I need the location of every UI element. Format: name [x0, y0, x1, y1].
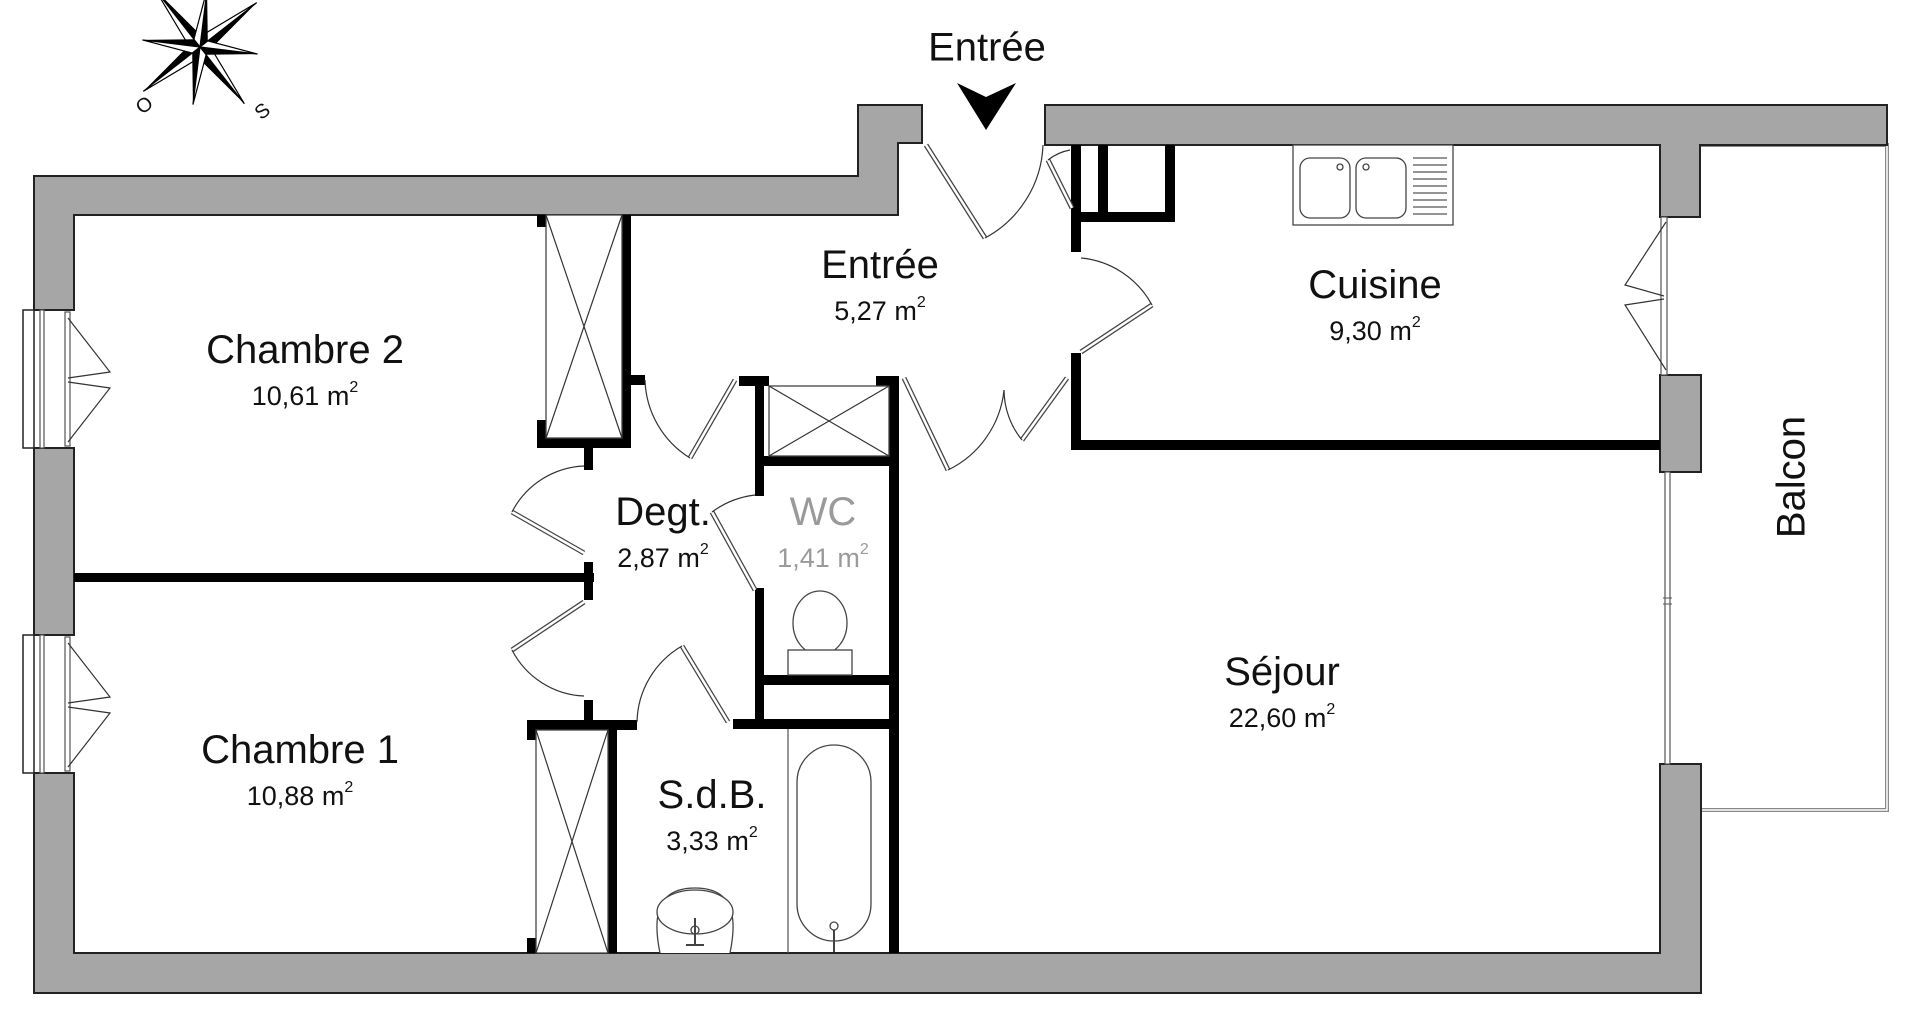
area-unit: m2: [677, 541, 709, 573]
area-unit: m2: [894, 294, 926, 326]
room-name: Entrée: [821, 243, 939, 287]
area-unit: m2: [837, 541, 869, 573]
room-label-wc: WC 1,41 m2: [777, 490, 868, 574]
window-chambre-1: [22, 634, 112, 774]
room-name: Chambre 2: [206, 328, 404, 372]
room-area: 5,27 m2: [821, 294, 939, 327]
room-area: 2,87 m2: [615, 541, 711, 574]
area-value: 9,30: [1329, 316, 1382, 346]
window-chambre-2: [22, 309, 112, 449]
wardrobe-chambre-2: [545, 214, 623, 439]
area-value: 1,41: [777, 543, 830, 573]
area-value: 3,33: [666, 826, 719, 856]
window-cuisine: [1624, 216, 1668, 376]
room-label-sdb: S.d.B. 3,33 m2: [658, 773, 767, 857]
room-label-cuisine: Cuisine 9,30 m2: [1308, 263, 1441, 347]
room-area: 10,61 m2: [206, 379, 404, 412]
room-area: 9,30 m2: [1308, 314, 1441, 347]
area-value: 10,61: [251, 381, 320, 411]
arrow-down-icon: [957, 83, 1016, 130]
room-area: 10,88 m2: [201, 779, 399, 812]
area-value: 5,27: [834, 296, 887, 326]
area-unit: m2: [321, 779, 354, 811]
room-label-sejour: Séjour 22,60 m2: [1224, 650, 1340, 734]
toilet-icon: [787, 590, 853, 676]
area-unit: m2: [326, 379, 359, 411]
bay-window-sejour: [1663, 471, 1672, 765]
compass-rose-icon: [142, 0, 258, 105]
exterior-walls: [33, 104, 1888, 994]
room-name: Cuisine: [1308, 263, 1442, 307]
room-name: S.d.B.: [657, 773, 767, 817]
room-label-degt: Degt. 2,87 m2: [615, 490, 711, 574]
room-name: Chambre 1: [201, 728, 399, 772]
balcony-label: Balcon: [1769, 415, 1814, 539]
area-unit: m2: [726, 824, 758, 856]
room-area: 3,33 m2: [658, 824, 767, 857]
room-area: 1,41 m2: [777, 541, 869, 574]
room-name: Séjour: [1224, 650, 1340, 694]
area-unit: m2: [1389, 314, 1421, 346]
room-label-chambre-2: Chambre 2 10,61 m2: [206, 328, 404, 412]
entrance-label: Entrée: [928, 25, 1046, 70]
cupboard-entree: [768, 385, 890, 457]
area-unit: m2: [1303, 701, 1336, 733]
bathtub-icon: [787, 729, 872, 953]
doors: [510, 143, 1154, 724]
room-name: Degt.: [615, 490, 711, 534]
washbasin-icon: [656, 887, 734, 954]
kitchen-sink-icon: [1292, 144, 1454, 226]
room-label-chambre-1: Chambre 1 10,88 m2: [201, 728, 399, 812]
area-value: 22,60: [1228, 703, 1297, 733]
interior-walls: [74, 145, 1660, 953]
wardrobe-chambre-1: [535, 729, 609, 954]
room-name: WC: [789, 490, 857, 534]
room-area: 22,60 m2: [1224, 701, 1340, 734]
area-value: 2,87: [617, 543, 670, 573]
room-label-entree: Entrée 5,27 m2: [821, 243, 939, 327]
area-value: 10,88: [246, 781, 315, 811]
